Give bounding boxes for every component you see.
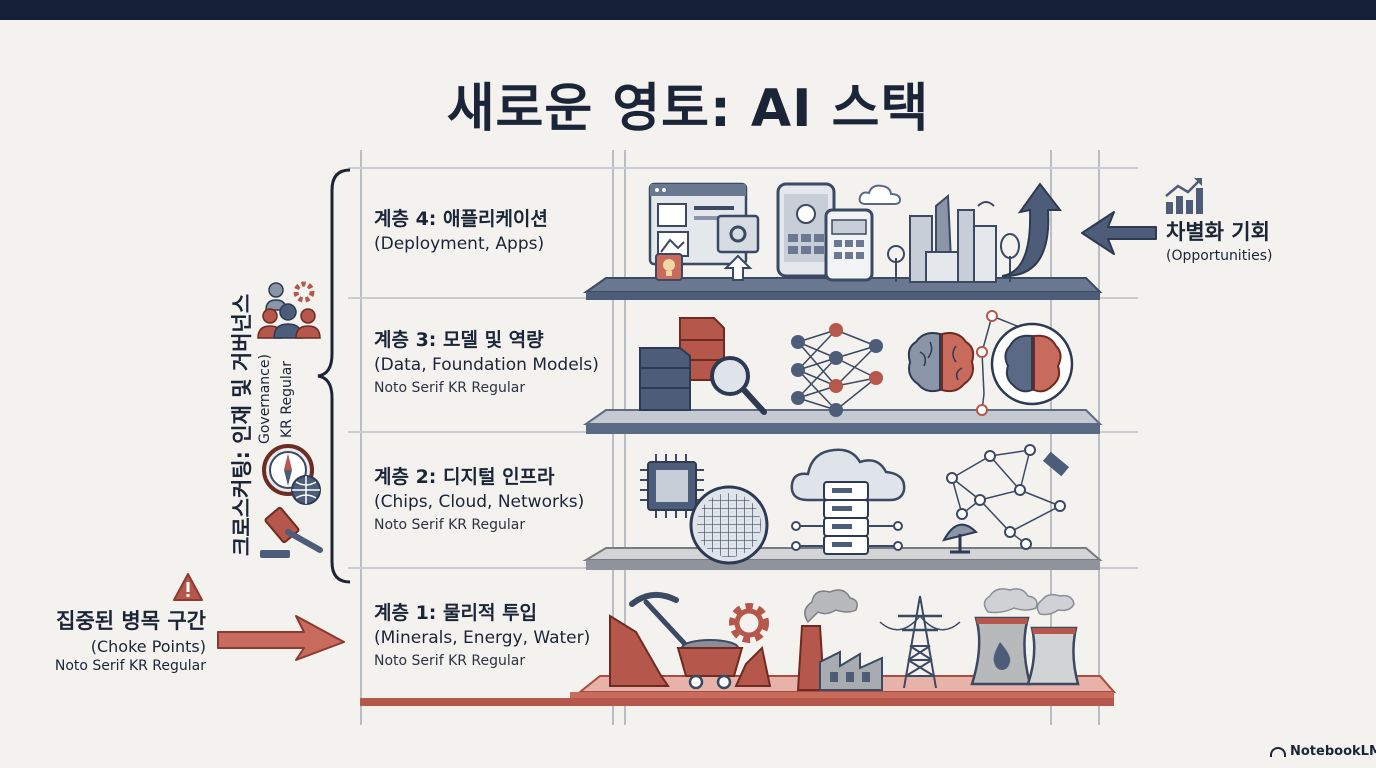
settings-window-icon [716, 214, 760, 281]
layer-4-subtitle: (Deployment, Apps) [374, 234, 545, 254]
grid-line [360, 150, 362, 725]
opportunities-label: 차별화 기회 (Opportunities) [1166, 216, 1272, 264]
cross-cutting-subtitle: Governance) [257, 354, 273, 444]
page-title: 새로운 영토: AI 스택 [446, 79, 930, 139]
people-team-icon [257, 281, 321, 339]
network-satellite-icon [942, 444, 1070, 554]
layer-2-label: 계층 2: 디지털 인프라 (Chips, Cloud, Networks) N… [374, 464, 584, 536]
bar-chart-icon [1165, 178, 1203, 214]
layer-2-title: 계층 2: 디지털 인프라 [374, 466, 555, 488]
cross-cutting-font-note: KR Regular [279, 360, 295, 438]
grid-line [1098, 150, 1100, 725]
choke-points-title: 집중된 병목 구간 [56, 609, 206, 633]
cross-cutting-title: 크로스커팅: 인재 및 거버넌스 [230, 293, 254, 556]
choke-points-font-note: Noto Serif KR Regular [54, 658, 206, 674]
choke-points-subtitle: (Choke Points) [90, 637, 206, 656]
grid-line [612, 150, 614, 725]
grid-line [624, 150, 626, 725]
compass-icon [262, 444, 321, 505]
power-tower-icon [879, 595, 961, 689]
layer-3-title: 계층 3: 모델 및 역량 [374, 329, 544, 351]
cross-cutting-brace [317, 168, 351, 584]
lightbulb-icon [655, 253, 683, 281]
layer-2-font-note: Noto Serif KR Regular [374, 517, 526, 533]
cooling-towers-icon [970, 588, 1080, 686]
growth-arrow-icon [1001, 182, 1063, 278]
layer-3-font-note: Noto Serif KR Regular [374, 380, 526, 396]
grid-line [348, 167, 1138, 169]
cloud-server-icon [790, 448, 906, 555]
layer-4-title: 계층 4: 애플리케이션 [374, 208, 548, 230]
database-server-icon [639, 317, 725, 411]
tablet-icon [776, 182, 836, 278]
magnifier-icon [710, 356, 767, 415]
factory-icon [796, 589, 883, 691]
city-skyline-icon [887, 193, 1020, 283]
choke-points-label: 집중된 병목 구간 (Choke Points) Noto Serif KR R… [20, 605, 206, 674]
layer-1-font-note: Noto Serif KR Regular [374, 653, 526, 669]
brain-icon [907, 332, 975, 393]
warning-icon [173, 573, 203, 601]
layer-2-subtitle: (Chips, Cloud, Networks) [374, 492, 585, 512]
logo-text: NotebookLM [1290, 744, 1376, 759]
layer-1-label: 계층 1: 물리적 투입 (Minerals, Energy, Water) N… [374, 600, 590, 672]
mining-pickaxe-icon [609, 591, 772, 690]
grid-line [1050, 150, 1052, 725]
layer-1-title: 계층 1: 물리적 투입 [374, 602, 538, 624]
chip-icon [640, 454, 704, 518]
opportunities-title: 차별화 기회 [1166, 220, 1270, 244]
smartphone-icon [824, 208, 874, 282]
layer-4-label: 계층 4: 애플리케이션 (Deployment, Apps) [374, 206, 548, 256]
layer-1-subtitle: (Minerals, Energy, Water) [374, 628, 591, 648]
gavel-icon [260, 506, 323, 558]
ai-brain-network-icon [976, 310, 1074, 416]
notebooklm-logo-icon [1270, 746, 1286, 757]
neural-network-icon [791, 323, 883, 417]
opportunities-arrow [1081, 211, 1157, 255]
cloud-icon [858, 184, 902, 205]
layer-3-subtitle: (Data, Foundation Models) [374, 355, 599, 375]
layer-3-label: 계층 3: 모델 및 역량 (Data, Foundation Models) … [374, 327, 599, 399]
wafer-icon [689, 485, 769, 565]
gear-icon [729, 603, 769, 643]
choke-points-arrow [217, 615, 345, 661]
notebooklm-logo: NotebookLM [1270, 744, 1376, 759]
opportunities-subtitle: (Opportunities) [1166, 248, 1273, 264]
shelf-layer-3 [582, 409, 1103, 434]
top-bar [0, 0, 1376, 20]
